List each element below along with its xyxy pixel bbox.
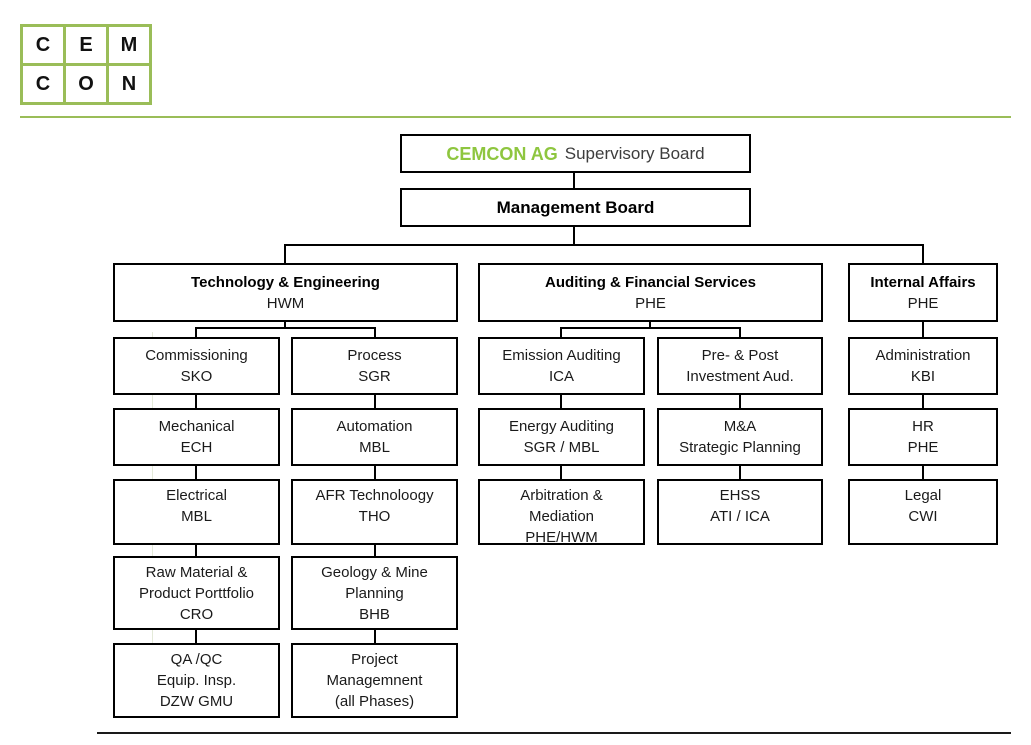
connector-line <box>922 395 924 408</box>
connector-line <box>573 227 575 244</box>
connector-line <box>573 173 575 188</box>
org-box-internal-affairs: Internal Affairs PHE <box>848 263 998 322</box>
logo-letter: M <box>109 27 149 63</box>
branch-code: PHE <box>635 294 666 312</box>
cemcon-logo: C E M C O N <box>20 24 152 105</box>
connector-line <box>739 327 741 337</box>
connector-line <box>195 327 376 329</box>
connector-line <box>649 322 651 328</box>
connector-line <box>195 630 197 643</box>
connector-line <box>560 395 562 408</box>
connector-line <box>195 395 197 408</box>
supervisory-board-label: Supervisory Board <box>564 143 705 163</box>
connector-line <box>374 327 376 337</box>
connector-line <box>922 244 924 263</box>
connector-line <box>374 545 376 556</box>
connector-line <box>195 466 197 479</box>
brand-text: CEMCON AG <box>446 143 558 164</box>
connector-line <box>284 244 924 246</box>
org-box-management-board: Management Board <box>400 188 751 227</box>
footer-divider-line <box>97 732 1011 734</box>
branch-title: Auditing & Financial Services <box>545 273 756 291</box>
connector-line <box>739 395 741 408</box>
logo-letter: N <box>109 66 149 102</box>
branch-code: HWM <box>266 294 305 312</box>
connector-line <box>739 466 741 479</box>
logo-letter: E <box>66 27 106 63</box>
management-board-label: Management Board <box>496 197 655 217</box>
connector-line <box>195 327 197 337</box>
branch-code: PHE <box>907 294 939 312</box>
branch-title: Technology & Engineering <box>191 273 380 291</box>
connector-line <box>922 322 924 337</box>
org-box-auditing-financial: Auditing & Financial Services PHE <box>478 263 823 322</box>
header-divider-line <box>20 116 1011 118</box>
logo-letter: O <box>66 66 106 102</box>
connector-line <box>560 327 741 329</box>
connector-line <box>195 545 197 556</box>
connector-line <box>284 244 286 263</box>
org-box-technology-engineering: Technology & Engineering HWM <box>113 263 458 322</box>
connector-line <box>922 466 924 479</box>
org-box-supervisory-board: CEMCON AG Supervisory Board <box>400 134 751 173</box>
connector-line <box>374 630 376 643</box>
logo-letter: C <box>23 66 63 102</box>
connector-line <box>560 327 562 337</box>
connector-line <box>374 466 376 479</box>
branch-title: Internal Affairs <box>870 273 976 291</box>
connector-line <box>284 322 286 328</box>
connector-line <box>560 466 562 479</box>
logo-letter: C <box>23 27 63 63</box>
connector-line <box>374 395 376 408</box>
